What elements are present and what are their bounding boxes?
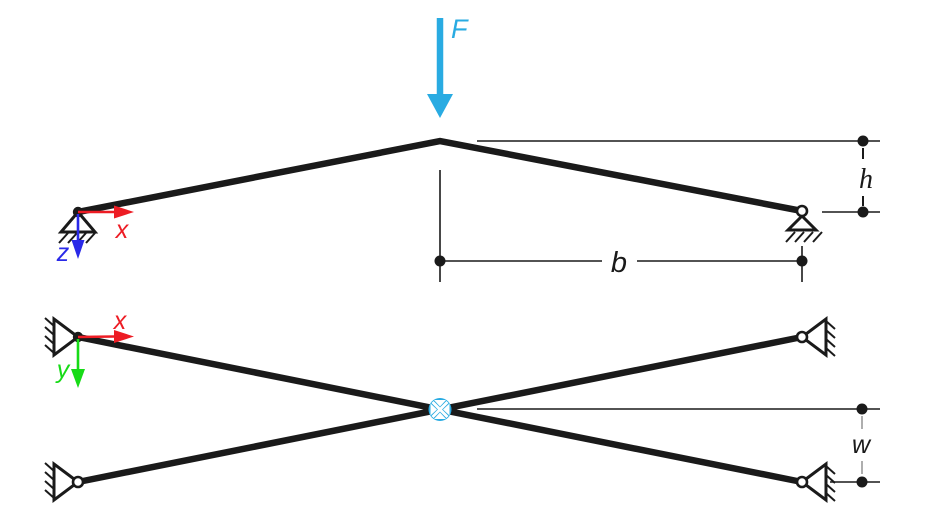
support-triangle xyxy=(784,213,820,232)
support-hatching xyxy=(825,465,836,502)
y-axis-label: y xyxy=(55,356,71,384)
dim-w-dot-top xyxy=(856,403,868,415)
support-triangle xyxy=(799,461,828,503)
support-triangle xyxy=(52,461,81,503)
dim-b-label: b xyxy=(611,247,627,279)
x-axis-label: x xyxy=(113,307,128,335)
support-hatching xyxy=(825,320,836,357)
roof-bars xyxy=(77,137,803,216)
wall-support-top-right xyxy=(795,316,836,358)
circled-x-stroke xyxy=(431,400,449,419)
hinge-circle-icon xyxy=(795,204,809,218)
wall-support-bottom-right xyxy=(795,461,836,503)
circled-x-wedge xyxy=(434,400,446,407)
z-axis-arrowhead-icon xyxy=(71,240,85,259)
plan-view: x y w xyxy=(44,307,880,503)
support-hatching xyxy=(785,231,823,243)
dim-b-dot-left xyxy=(434,255,446,267)
x-axis-label: x xyxy=(115,216,130,244)
coord-system-xy: x y xyxy=(55,307,134,388)
support-hatching xyxy=(44,462,55,499)
force-F: F xyxy=(427,14,469,118)
hinge-circle-icon xyxy=(795,475,809,489)
circled-x-wedge xyxy=(443,403,450,416)
dim-b-dot-right xyxy=(796,255,808,267)
pin-support-left xyxy=(57,206,99,244)
dim-h-dot-top xyxy=(857,135,869,147)
coord-system-xz: x z xyxy=(56,205,134,267)
side-view: x z F h b xyxy=(56,14,880,282)
x-axis-arrowhead-icon xyxy=(114,205,134,219)
dim-w-dot-bottom xyxy=(856,476,868,488)
z-axis-label: z xyxy=(56,239,70,267)
force-arrowhead-icon xyxy=(427,94,453,118)
pin-support-right xyxy=(784,204,823,243)
support-hatching xyxy=(44,317,55,354)
x-axis-arrow xyxy=(77,335,115,339)
x-axis-arrowhead-icon xyxy=(114,330,134,343)
dim-w-label: w xyxy=(852,431,872,459)
y-axis-arrowhead-icon xyxy=(71,369,85,388)
circled-x-wedge xyxy=(434,412,446,419)
hinge-circle-icon xyxy=(795,330,809,344)
force-label: F xyxy=(451,14,469,44)
force-into-page-icon xyxy=(428,398,452,421)
dim-h-label: h xyxy=(859,164,873,195)
circled-x-wedge xyxy=(430,403,437,416)
support-triangle xyxy=(799,316,828,358)
hinge-circle-icon xyxy=(71,475,85,489)
dim-h-dot-bottom xyxy=(857,206,869,218)
wall-support-bottom-left xyxy=(44,461,85,503)
support-triangle xyxy=(52,316,81,358)
